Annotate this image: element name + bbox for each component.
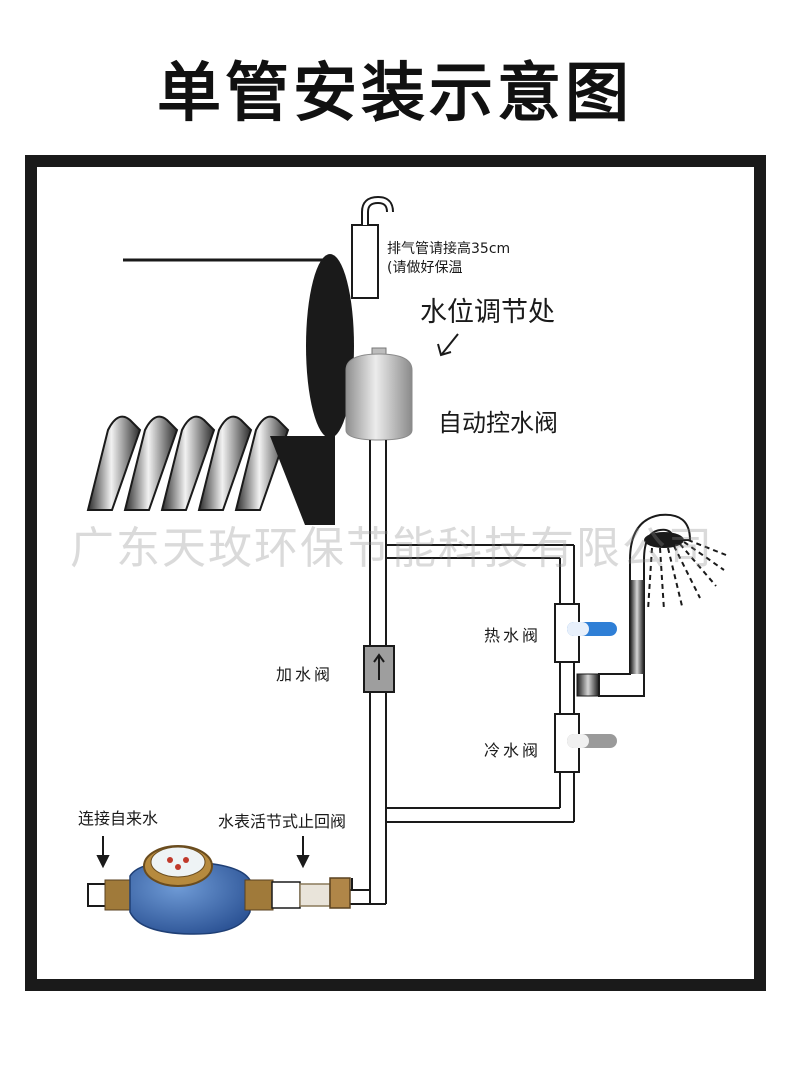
hot-valve-label: 热水阀	[484, 626, 542, 645]
vent-pipe-label: 排气管请接高35cm (请做好保温	[387, 240, 510, 278]
fill-valve-label: 加水阀	[276, 665, 334, 684]
check-down-arrow-icon	[296, 836, 310, 869]
tube-4	[197, 415, 253, 511]
company-watermark: 广东天玫环保节能科技有限公司	[70, 523, 714, 574]
tap-water-label: 连接自来水	[78, 809, 159, 828]
down-arrow-icon	[437, 333, 459, 357]
tank-end-cap	[306, 254, 354, 438]
cold-valve-label: 冷水阀	[484, 741, 542, 760]
tube-1	[86, 415, 142, 511]
evacuated-tubes	[86, 415, 290, 511]
vent-pipe	[351, 195, 394, 299]
up-arrow-icon	[373, 653, 385, 680]
water-meter-icon	[104, 845, 274, 935]
shower-head-icon	[644, 532, 727, 611]
auto-valve-label: 自动控水阀	[438, 409, 558, 437]
hot-valve-handle-cap	[567, 622, 589, 636]
tank-bracket	[270, 436, 335, 525]
tube-3	[160, 415, 216, 511]
cold-valve-handle-cap	[567, 734, 589, 748]
vent-pipe-label-line1: 排气管请接高35cm	[387, 241, 511, 257]
vent-pipe-label-line2: (请做好保温	[387, 260, 463, 276]
auto-water-valve-tank	[345, 347, 413, 441]
tap-down-arrow-icon	[96, 836, 110, 869]
page-title: 单管安装示意图	[157, 57, 633, 131]
meter-check-valve	[271, 877, 351, 909]
tube-2	[123, 415, 179, 511]
check-valve-label: 水表活节式止回阀	[218, 812, 347, 831]
water-level-label: 水位调节处	[420, 297, 555, 328]
